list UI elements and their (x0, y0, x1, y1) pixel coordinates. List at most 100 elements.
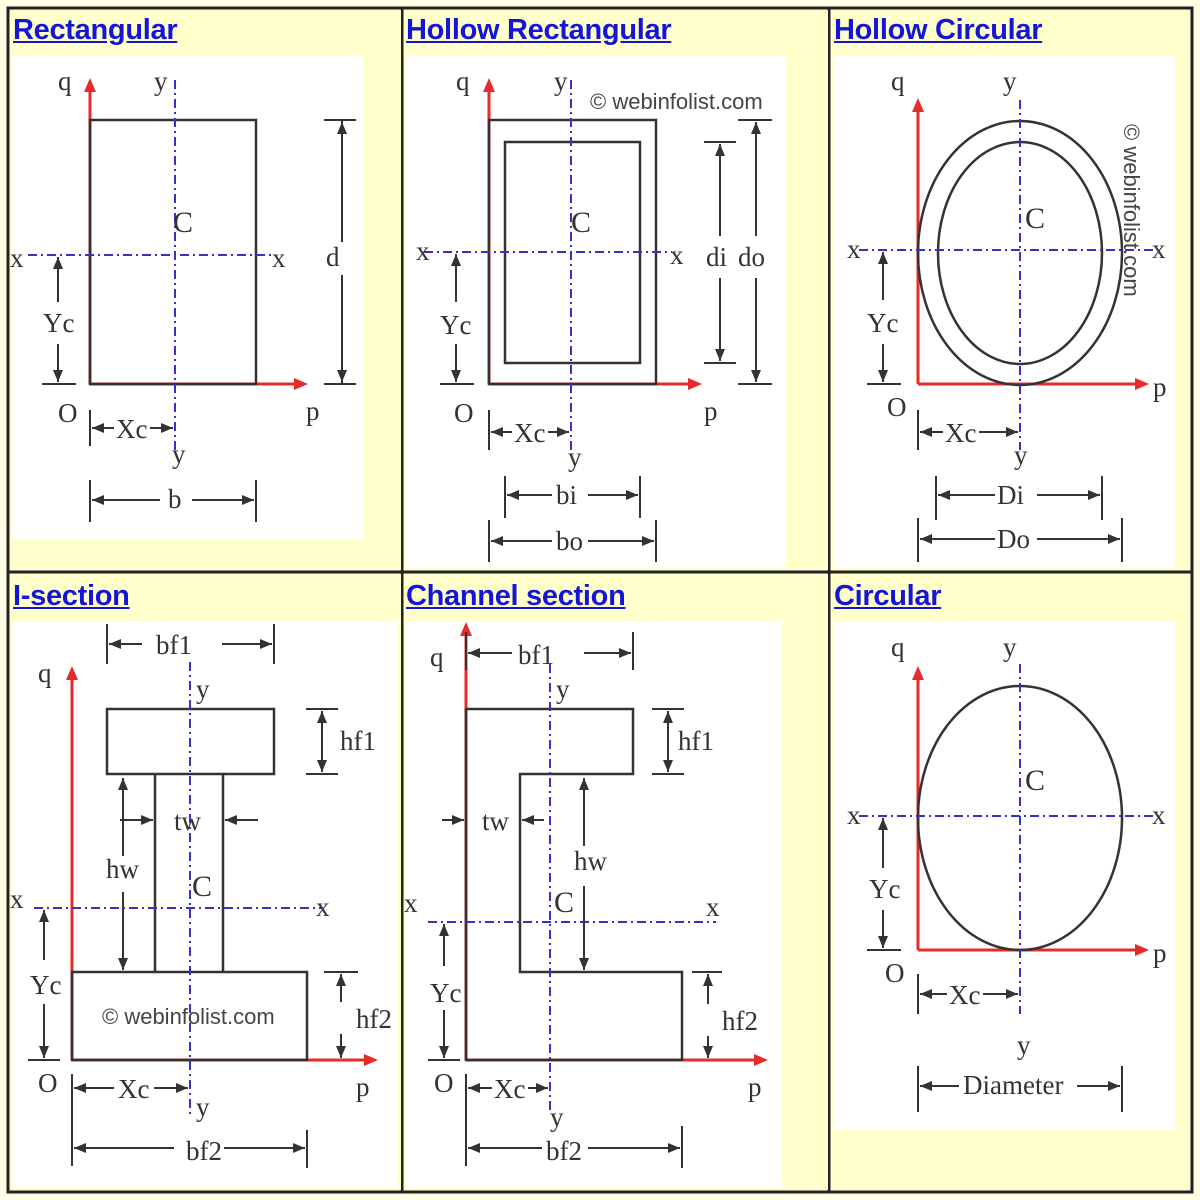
label-yc: Yc (430, 978, 461, 1008)
label-y-top: y (1003, 66, 1017, 96)
label-x-left: x (847, 800, 861, 830)
label-y-top: y (554, 66, 568, 96)
title-rectangular-link[interactable]: Rectangular (13, 14, 178, 46)
label-x-right: x (670, 240, 684, 270)
label-origin: O (38, 1068, 58, 1098)
label-do: Do (997, 524, 1030, 554)
label-p: p (704, 396, 718, 426)
label-b: b (168, 484, 182, 514)
label-di: Di (997, 480, 1024, 510)
label-centroid: C (571, 206, 591, 239)
label-y-bottom: y (196, 1092, 210, 1122)
label-hf2: hf2 (722, 1006, 758, 1036)
label-yc: Yc (867, 308, 898, 338)
label-p: p (1153, 938, 1167, 968)
title-channel-section-link[interactable]: Channel section (406, 580, 626, 612)
label-y-top: y (154, 66, 168, 96)
cell-rectangular: Rectangular (10, 10, 401, 570)
label-y-bottom: y (1017, 1030, 1031, 1060)
label-p: p (1153, 372, 1167, 402)
label-origin: O (454, 398, 474, 428)
label-origin: O (887, 392, 907, 422)
label-origin: O (58, 398, 78, 428)
label-q: q (430, 642, 444, 672)
label-y-bottom: y (172, 439, 186, 469)
label-xc: Xc (949, 980, 980, 1010)
cell-hollow-circular: Hollow Circular (831, 10, 1190, 570)
label-q: q (891, 66, 905, 96)
title-i-section-link[interactable]: I-section (13, 580, 130, 612)
label-y-top: y (556, 674, 570, 704)
label-bf1: bf1 (156, 630, 192, 660)
label-x-right: x (706, 892, 720, 922)
watermark-text: © webinfolist.com (590, 89, 763, 114)
label-yc: Yc (30, 970, 61, 1000)
label-hw: hw (106, 854, 140, 884)
title-circular-link[interactable]: Circular (834, 580, 942, 612)
label-xc: Xc (514, 418, 545, 448)
label-p: p (356, 1072, 370, 1102)
label-xc: Xc (494, 1074, 525, 1104)
label-q: q (58, 66, 72, 96)
label-yc: Yc (869, 874, 900, 904)
label-bi: bi (556, 480, 577, 510)
label-bf2: bf2 (546, 1136, 582, 1166)
label-do: do (738, 242, 765, 272)
title-hollow-circular-link[interactable]: Hollow Circular (834, 14, 1043, 46)
label-centroid: C (192, 870, 212, 903)
label-q: q (891, 632, 905, 662)
label-origin: O (434, 1068, 454, 1098)
hollow-circular-diagram: © webinfolist.com q y y x x C O p Yc Xc … (833, 56, 1175, 568)
label-x-left: x (416, 236, 430, 266)
label-bf1: bf1 (518, 640, 554, 670)
label-p: p (306, 396, 320, 426)
label-tw: tw (174, 806, 202, 836)
label-xc: Xc (118, 1074, 149, 1104)
label-di: di (706, 242, 727, 272)
label-hw: hw (574, 846, 608, 876)
label-d: d (326, 242, 340, 272)
label-x-right: x (1152, 800, 1166, 830)
label-y-bottom: y (568, 442, 582, 472)
label-xc: Xc (116, 414, 147, 444)
label-centroid: C (554, 886, 574, 919)
label-bf2: bf2 (186, 1136, 222, 1166)
label-hf2: hf2 (356, 1004, 392, 1034)
label-x-left: x (847, 234, 861, 264)
label-hf1: hf1 (340, 726, 376, 756)
cell-circular: Circular (831, 574, 1190, 1190)
label-tw: tw (482, 806, 510, 836)
label-x-left: x (10, 243, 24, 273)
label-q: q (456, 66, 470, 96)
title-hollow-rectangular-link[interactable]: Hollow Rectangular (406, 14, 672, 46)
label-x-right: x (316, 892, 330, 922)
hollow-rectangular-diagram: © webinfolist.com q y y x x C O p Yc Xc … (406, 56, 786, 568)
channel-section-diagram: q y y x x C O p Yc Xc bf1 hf1 tw hw hf2 … (404, 622, 782, 1188)
cell-hollow-rectangular: Hollow Rectangular (404, 10, 828, 570)
cell-i-section: I-section (10, 574, 401, 1190)
label-p: p (748, 1072, 762, 1102)
label-bo: bo (556, 526, 583, 556)
label-y-top: y (1003, 632, 1017, 662)
label-centroid: C (1025, 764, 1045, 797)
label-x-right: x (1152, 234, 1166, 264)
watermark-text: © webinfolist.com (1119, 124, 1144, 297)
label-yc: Yc (43, 308, 74, 338)
label-centroid: C (173, 206, 193, 239)
label-xc: Xc (945, 418, 976, 448)
label-y-bottom: y (550, 1102, 564, 1132)
cell-channel-section: Channel section (404, 574, 828, 1190)
i-section-diagram: © webinfolist.com q y y x x C O p Yc Xc … (10, 622, 398, 1188)
label-x-right: x (272, 243, 286, 273)
label-x-left: x (404, 888, 418, 918)
rectangular-diagram: q y y x x C O p Yc Xc d b (10, 56, 364, 540)
label-q: q (38, 658, 52, 688)
label-yc: Yc (440, 310, 471, 340)
label-origin: O (885, 958, 905, 988)
label-x-left: x (10, 884, 24, 914)
watermark-text: © webinfolist.com (102, 1004, 275, 1029)
label-y-bottom: y (1014, 440, 1028, 470)
label-centroid: C (1025, 202, 1045, 235)
